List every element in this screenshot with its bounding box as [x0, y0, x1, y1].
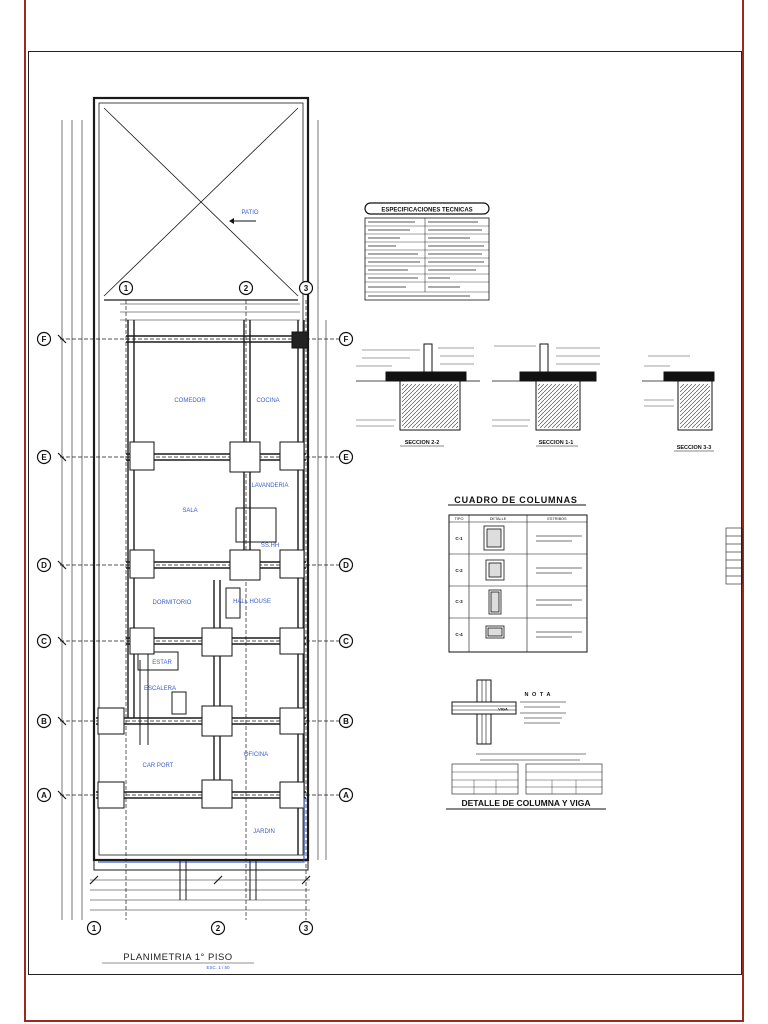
axis-row-label: F	[344, 335, 349, 344]
axis-row-label: F	[42, 335, 47, 344]
sheet-outer-border	[24, 0, 744, 1022]
axis-bubbles	[36, 280, 354, 936]
sheet-inner-border	[28, 51, 742, 975]
beam-label: VIGA	[498, 707, 508, 712]
columns-table-title: CUADRO DE COLUMNAS	[454, 495, 577, 505]
section-2-2: SECCION 2-2	[356, 343, 480, 447]
patio-cross-line	[103, 107, 299, 297]
axis-col-label: 3	[304, 284, 309, 293]
axis-col-label: 2	[244, 284, 249, 293]
columns-table: CUADRO DE COLUMNAS TIPO DETALLE ESTRIBOS…	[448, 495, 588, 653]
room-label-jardin: JARDIN	[253, 829, 275, 835]
axis-row-label: E	[41, 453, 47, 462]
columns	[97, 331, 309, 809]
axis-col-label: 3	[304, 924, 309, 933]
room-label-cocina: COCINA	[256, 398, 279, 404]
edge-partial-table	[725, 527, 743, 585]
axis-row-label: A	[41, 791, 47, 800]
room-label-car-port: CAR PORT	[143, 763, 174, 769]
room-label-oficina: OFICINA	[244, 752, 268, 758]
section-3-3-title: SECCION 3-3	[677, 445, 712, 451]
specs-title: ESPECIFICACIONES TECNICAS	[381, 208, 472, 214]
axis-col-label: 2	[216, 924, 221, 933]
room-label-lavanderia: LAVANDERIA	[251, 483, 288, 489]
section-1-1: SECCION 1-1	[492, 343, 600, 447]
room-label-patio: PATIO	[241, 210, 258, 216]
column-type: C-3	[455, 599, 463, 604]
nota-title: N O T A	[525, 692, 552, 698]
axis-row-label: C	[343, 637, 349, 646]
axis-row-label: B	[41, 717, 47, 726]
axis-col-label: 1	[124, 284, 129, 293]
column-type: C-2	[455, 568, 463, 573]
axis-row-label: D	[343, 561, 349, 570]
floor-plan: F F E E D D C C B B A A 1 2 3 1 2 3	[36, 96, 354, 970]
plan-title: PLANIMETRIA 1° PISO	[123, 952, 232, 963]
foundation-sections: SECCION 2-2 SECCION 1-1	[356, 343, 715, 452]
room-label-hall-house: HALL HOUSE	[233, 599, 271, 605]
room-label-estar: ESTAR	[152, 660, 172, 666]
room-label-escalera: ESCALERA	[144, 686, 176, 692]
axis-row-label: E	[343, 453, 349, 462]
specs-table: ESPECIFICACIONES TECNICAS	[364, 202, 490, 301]
room-label-ss-hh: SS.HH	[261, 543, 279, 549]
axis-walls	[96, 335, 306, 799]
axis-row-label: B	[343, 717, 349, 726]
column-type: C-1	[455, 536, 463, 541]
column-beam-detail: VIGA N O T A DETA	[446, 679, 606, 810]
room-label-sala: SALA	[182, 508, 197, 514]
detail-title: DETALLE DE COLUMNA Y VIGA	[461, 798, 590, 808]
axis-labels: F F E E D D C C B B A A 1 2 3 1 2 3	[41, 284, 349, 933]
outer-wall-inner	[98, 102, 304, 856]
col-header: ESTRIBOS	[547, 517, 567, 521]
col-header: DETALLE	[490, 517, 507, 521]
column-type: C-4	[455, 632, 463, 637]
axis-col-label: 1	[92, 924, 97, 933]
section-3-3: SECCION 3-3	[642, 355, 715, 452]
axis-row-label: A	[343, 791, 349, 800]
section-1-1-title: SECCION 1-1	[539, 440, 574, 446]
section-2-2-title: SECCION 2-2	[405, 440, 440, 446]
col-header: TIPO	[455, 517, 464, 521]
plan-scale: ESC. 1 / 50	[206, 965, 230, 970]
room-label-comedor: COMEDOR	[174, 398, 206, 404]
room-labels: PATIO COMEDOR COCINA LAVANDERIA SALA SS.…	[143, 210, 289, 835]
axis-row-label: C	[41, 637, 47, 646]
axis-row-label: D	[41, 561, 47, 570]
room-label-dormitorio: DORMITORIO	[153, 600, 192, 606]
